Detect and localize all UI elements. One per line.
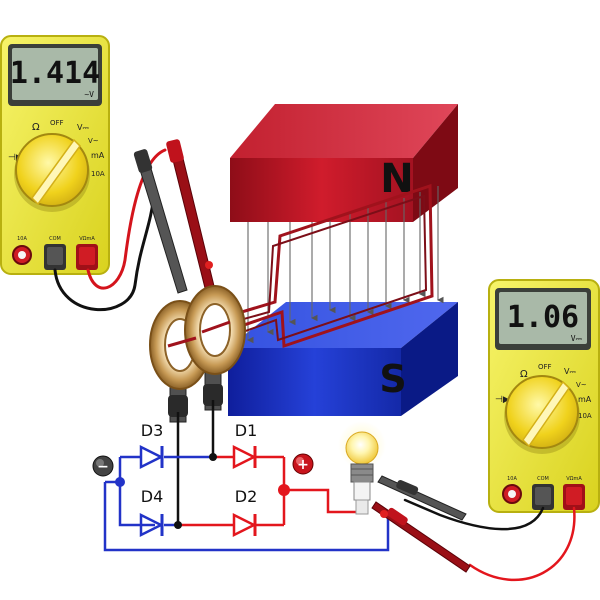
- right-dial-vac: V~: [576, 381, 587, 389]
- diode-d4: D4: [139, 487, 164, 538]
- left-dial-diode-icon: ⊣▶: [8, 153, 23, 163]
- left-dial-vdc: V⎓: [77, 123, 89, 132]
- left-dial-off: OFF: [50, 119, 64, 127]
- right-selector-pointer: [522, 380, 570, 448]
- right-port-com-label: COM: [537, 476, 549, 482]
- light-bulb: [338, 421, 386, 515]
- left-dial-ma: mA: [91, 151, 105, 160]
- left-unit: ~V: [84, 90, 94, 99]
- rotating-coil: [214, 183, 434, 349]
- diode-d3: D3: [139, 421, 164, 470]
- right-dial-off: OFF: [538, 363, 552, 371]
- diode-d3-label: D3: [141, 421, 164, 440]
- left-dial-vac: V~: [88, 137, 99, 145]
- right-probe-red: [371, 501, 471, 573]
- diode-d1: D1: [232, 421, 258, 470]
- left-multimeter: 1.414 ~V Ω OFF V⎓ V~ mA 10A ⊣▶ 10A COM V…: [0, 35, 110, 275]
- north-pole-label: N: [380, 156, 413, 202]
- north-pole: N: [230, 104, 458, 222]
- right-multimeter: 1.06 V⎓ Ω OFF V⎓ V~ mA 10A ⊣▶ 10A COM VΩ…: [488, 279, 600, 513]
- diode-d4-label: D4: [141, 487, 164, 506]
- right-meter-leads: [403, 498, 576, 582]
- circuit-nodes: [115, 453, 290, 529]
- left-probe-black: [133, 149, 188, 294]
- right-ports: 10A COM VΩmA: [502, 476, 585, 510]
- right-probe-black: [377, 475, 467, 521]
- right-port-10a-label: 10A: [507, 476, 517, 482]
- negative-terminal-label: −: [97, 459, 109, 475]
- right-dial-vdc: V⎓: [564, 367, 576, 376]
- positive-terminal-label: +: [297, 457, 309, 473]
- magnetic-field-lines: [246, 186, 444, 344]
- right-dial-diode-icon: ⊣▶: [495, 395, 510, 405]
- right-dial-10a: 10A: [578, 412, 592, 420]
- diode-d1-label: D1: [235, 421, 258, 440]
- right-dial-ma: mA: [578, 395, 592, 404]
- slip-rings: [149, 285, 246, 423]
- diode-d2: D2: [232, 487, 258, 538]
- left-port-vohm-label: VΩmA: [79, 236, 95, 242]
- left-ports: 10A COM VΩmA: [12, 236, 98, 270]
- diode-d2-label: D2: [235, 487, 258, 506]
- right-unit: V⎓: [571, 334, 583, 343]
- left-dial-ohm: Ω: [32, 122, 40, 133]
- right-dial-ohm: Ω: [520, 369, 528, 380]
- positive-terminal: +: [292, 453, 314, 475]
- left-dial-10a: 10A: [91, 170, 105, 178]
- right-lcd: [499, 292, 587, 344]
- left-reading: 1.414: [10, 56, 100, 91]
- south-pole-label: S: [379, 357, 406, 401]
- right-port-vohm-label: VΩmA: [566, 476, 582, 482]
- left-lcd: [12, 48, 98, 100]
- left-port-10a-label: 10A: [17, 236, 27, 242]
- left-port-com-label: COM: [49, 236, 61, 242]
- magnet: N S: [228, 104, 458, 416]
- left-selector-pointer: [31, 138, 81, 206]
- right-reading: 1.06: [507, 300, 579, 335]
- negative-terminal: −: [92, 455, 114, 477]
- left-probe-red: [166, 139, 215, 289]
